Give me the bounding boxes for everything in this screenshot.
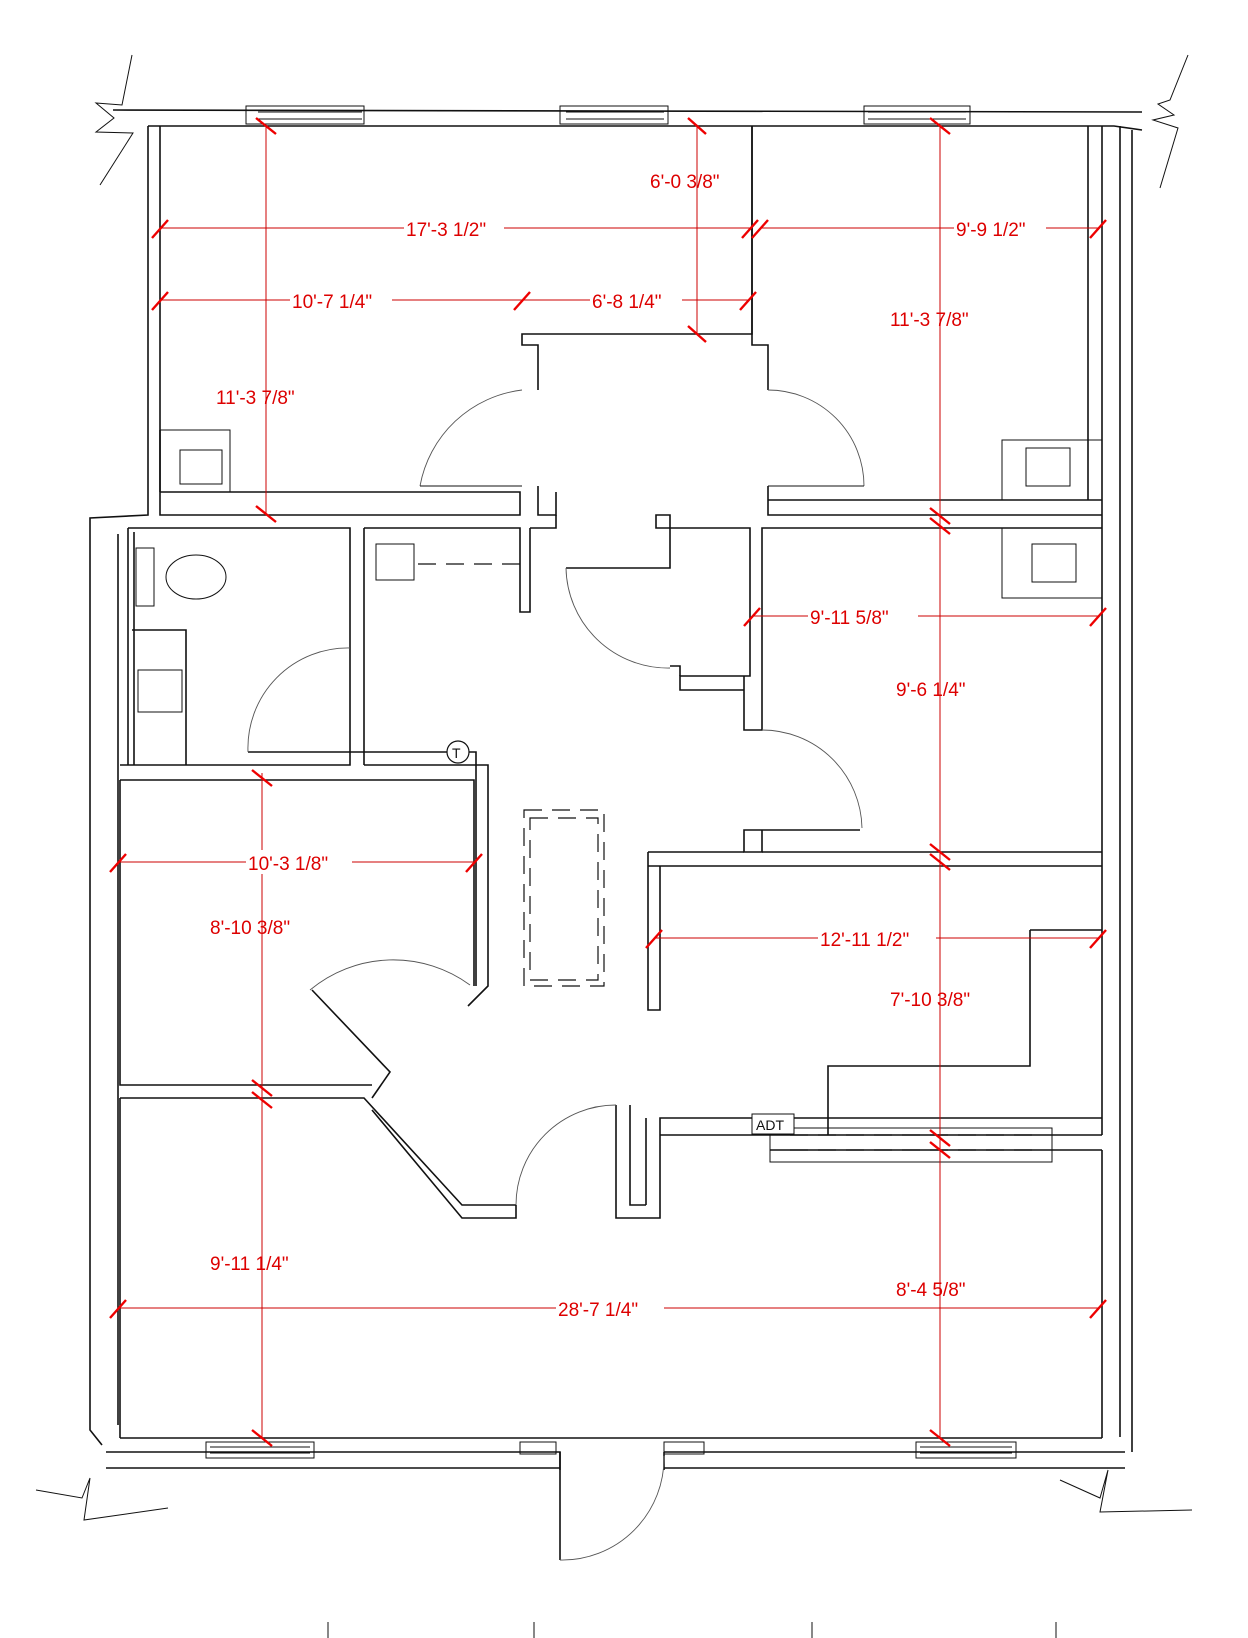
dimension-label-bgs	[246, 216, 1046, 1320]
dimension-label: 12'-11 1/2"	[820, 930, 909, 951]
dimension-label: 17'-3 1/2"	[406, 220, 486, 241]
dimension-label: 9'-9 1/2"	[956, 220, 1026, 241]
dimension-label: 6'-8 1/4"	[592, 292, 662, 313]
dimension-label: 10'-3 1/8"	[248, 854, 328, 875]
toilet-bowl-icon	[165, 554, 227, 600]
dimension-label: 8'-10 3/8"	[210, 918, 290, 939]
dimension-label: 8'-4 5/8"	[896, 1280, 966, 1301]
dimension-label: 11'-3 7/8"	[216, 388, 295, 409]
sink-icon	[1025, 447, 1071, 487]
dimension-label: 9'-11 5/8"	[810, 608, 889, 629]
sink-icon	[179, 449, 223, 485]
dimension-labels: 17'-3 1/2" 9'-9 1/2" 6'-0 3/8" 10'-7 1/4…	[210, 172, 1026, 1321]
dimension-label: 9'-11 1/4"	[210, 1254, 289, 1275]
dimension-label: 10'-7 1/4"	[292, 292, 372, 313]
plumbing-fixtures	[135, 429, 1103, 713]
interior-walls	[119, 126, 1103, 1439]
door-swings	[247, 389, 865, 1561]
exterior-walls	[89, 109, 1143, 1560]
sheet-ticks	[327, 1622, 1057, 1638]
break-lines	[35, 54, 1193, 1521]
svg-text:ADT: ADT	[756, 1117, 784, 1133]
dimension-label: 11'-3 7/8"	[890, 310, 969, 331]
sink-icon	[137, 669, 183, 713]
dimension-label: 6'-0 3/8"	[650, 172, 720, 193]
sink-icon	[1031, 543, 1077, 583]
adt-panel: ADT	[751, 1113, 795, 1135]
dimension-label: 7'-10 3/8"	[890, 990, 970, 1011]
dashed-furniture	[523, 809, 1040, 1151]
dimension-ticks	[109, 117, 1107, 1447]
sink-icon	[375, 543, 415, 581]
svg-text:T: T	[452, 745, 461, 761]
dimension-label: 28'-7 1/4"	[558, 1300, 638, 1321]
windows	[205, 105, 1017, 1459]
toilet-tank-icon	[135, 547, 155, 607]
thermostat-icon: T	[446, 740, 470, 764]
dimension-label: 9'-6 1/4"	[896, 680, 966, 701]
